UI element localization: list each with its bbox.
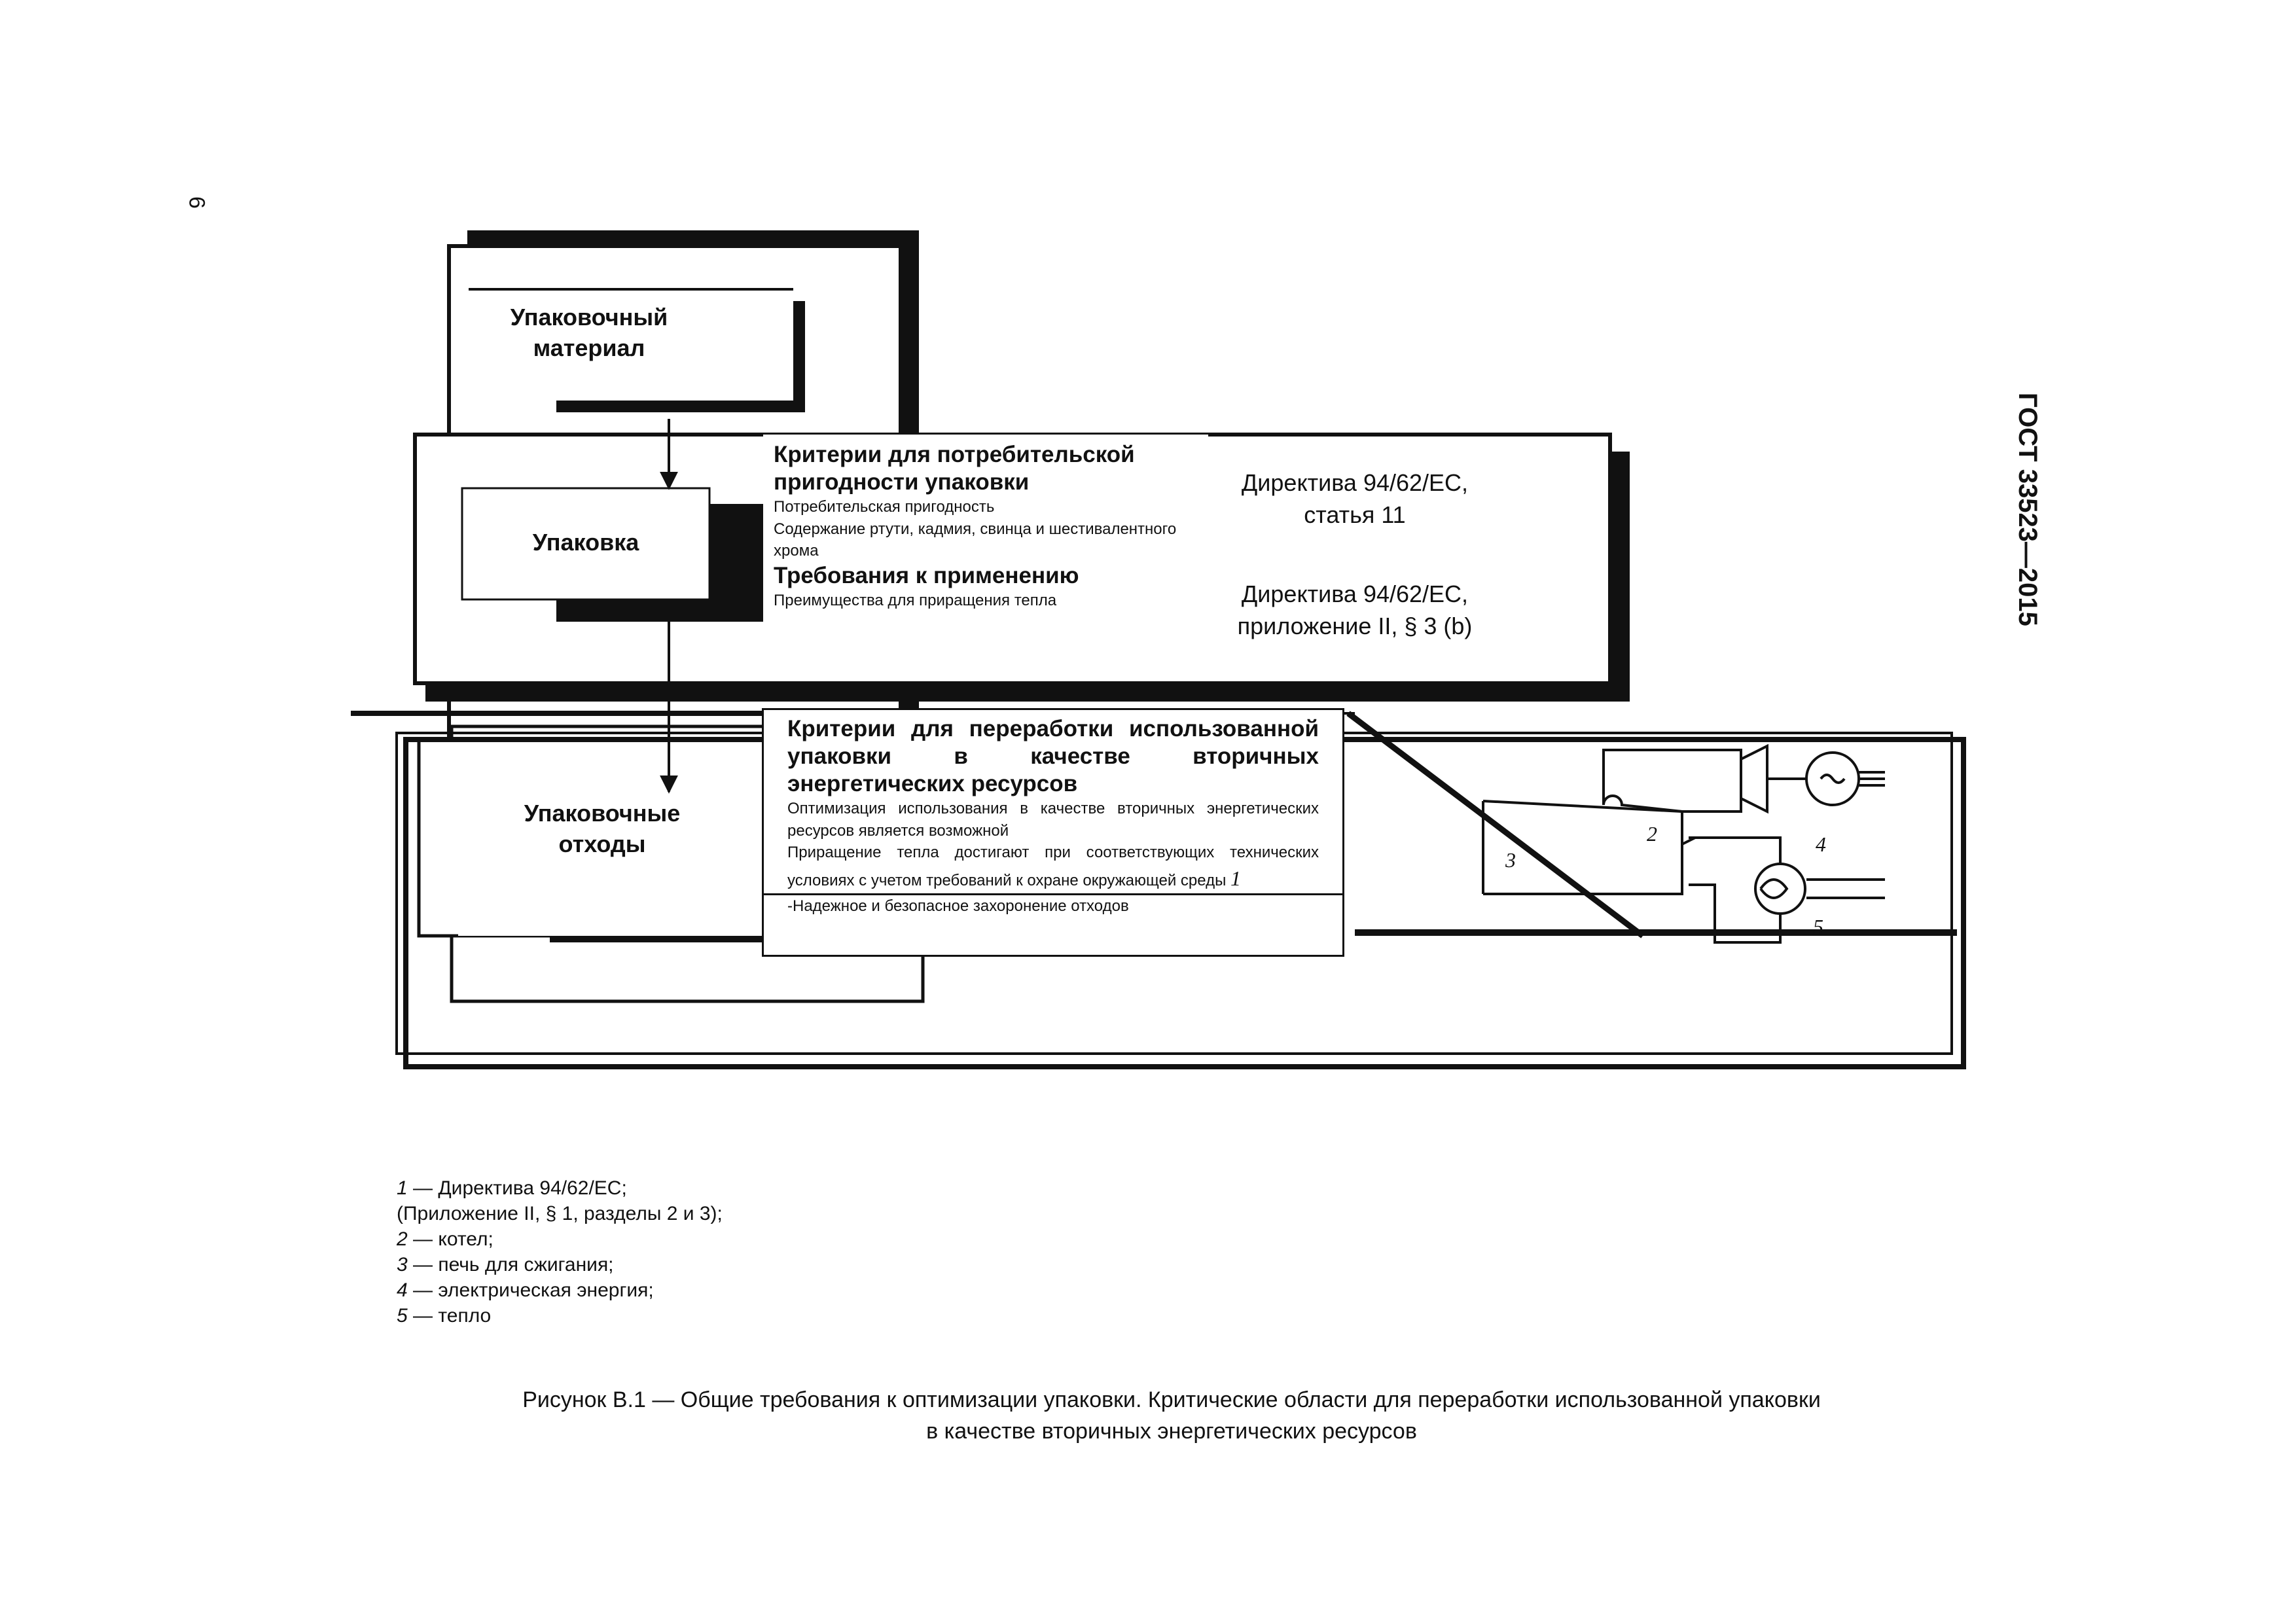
caption-line-2: в качестве вторичных энергетических ресу…: [926, 1418, 1417, 1444]
criteria-bottom-line-3: -Надежное и безопасное захоронение отход…: [764, 893, 1342, 918]
material-box-label: Упаковочный материал: [510, 304, 668, 361]
criteria-bottom-title: Критерии для переработки использованной …: [787, 716, 1319, 796]
criteria-top-line-2: Содержание ртути, кадмия, свинца и шести…: [774, 520, 1177, 560]
scheme-label-4: 4: [1816, 832, 1826, 856]
criteria-bottom: Критерии для переработки использованной …: [762, 708, 1344, 957]
directive-1: Директива 94/62/ЕС, статья 11: [1241, 469, 1469, 528]
criteria-top-line-1: Потребительская пригодность: [774, 498, 995, 516]
criteria-top-line-3: Преимущества для приращения тепла: [774, 591, 1057, 609]
criteria-bottom-ref: 1: [1230, 866, 1242, 890]
legend-item: 2 — котел;: [397, 1228, 493, 1250]
caption-line-1: Рисунок В.1 — Общие требования к оптимиз…: [522, 1387, 1821, 1412]
directive-2: Директива 94/62/ЕС, приложение II, § 3 (…: [1237, 580, 1473, 639]
criteria-bottom-line-1: Оптимизация использования в качестве вто…: [787, 800, 1319, 840]
criteria-top: Критерии для потребительской пригодности…: [763, 435, 1208, 631]
scheme-label-5: 5: [1813, 915, 1823, 938]
scheme-label-3: 3: [1505, 848, 1516, 872]
legend-item: 5 — тепло: [397, 1305, 492, 1327]
material-box: [469, 288, 805, 412]
packaging-box-label: Упаковка: [532, 529, 639, 556]
packaging-box: [461, 487, 772, 622]
scheme-label-2: 2: [1647, 822, 1657, 846]
figure-caption: Рисунок В.1 — Общие требования к оптимиз…: [196, 1385, 2147, 1447]
legend-item: (Приложение II, § 1, разделы 2 и 3);: [397, 1203, 723, 1224]
waste-box-label: Упаковочные отходы: [524, 800, 681, 857]
energy-scheme: [1482, 743, 1885, 944]
criteria-top-title-1: Критерии для потребительской пригодности…: [774, 442, 1135, 495]
legend-item: 3 — печь для сжигания;: [397, 1254, 614, 1275]
legend: 1 — Директива 94/62/ЕС; (Приложение II, …: [397, 1175, 723, 1329]
legend-item: 4 — электрическая энергия;: [397, 1279, 654, 1301]
legend-item: 1 — Директива 94/62/ЕС;: [397, 1177, 627, 1199]
criteria-bottom-line-2: Приращение тепла достигают при соответст…: [787, 844, 1319, 889]
criteria-top-title-2: Требования к применению: [774, 562, 1079, 588]
criteria-bottom-line-2-wrap: Приращение тепла достигают при соответст…: [787, 842, 1319, 893]
